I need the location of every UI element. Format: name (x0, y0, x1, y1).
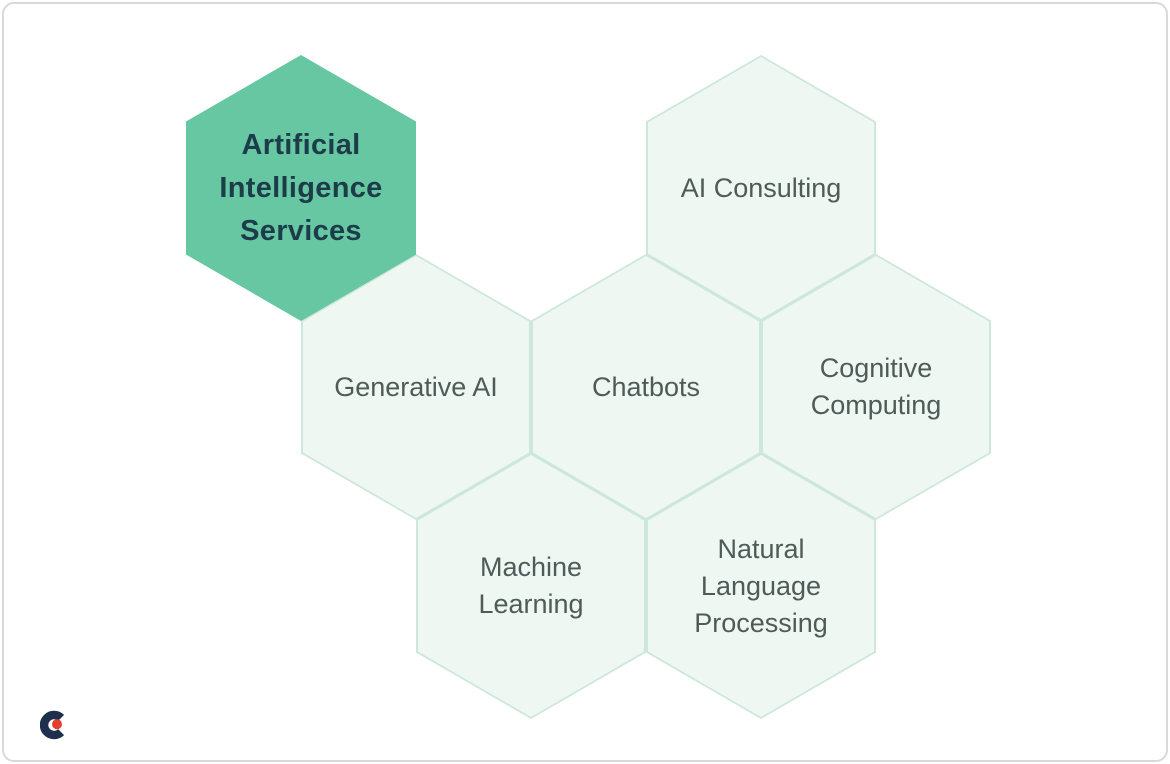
logo-dot (52, 719, 62, 730)
creately-logo (39, 708, 70, 742)
hexagon-fill (648, 57, 874, 319)
hexagon-natural-language-processing[interactable]: Natural Language Processing (646, 453, 876, 719)
hexagon-artificial-intelligence-services[interactable]: Artificial Intelligence Services (186, 55, 416, 321)
hexagon-fill (763, 256, 989, 518)
hexagon-cognitive-computing[interactable]: Cognitive Computing (761, 254, 991, 520)
hexagon-machine-learning[interactable]: Machine Learning (416, 453, 646, 719)
hexagon-label: Artificial Intelligence Services (219, 128, 383, 247)
hexagon-label: AI Consulting (680, 172, 842, 203)
hexagon-generative-ai[interactable]: Generative AI (301, 254, 531, 520)
hexagon-label: Machine Learning (478, 552, 584, 619)
hexagon-label: Natural Language Processing (694, 533, 828, 638)
hexagon-label: Generative AI (334, 371, 498, 402)
hexagon-fill (533, 256, 759, 518)
hexagon-label: Chatbots (591, 371, 701, 402)
hexagon-fill (648, 455, 874, 717)
hexagon-ai-consulting[interactable]: AI Consulting (646, 55, 876, 321)
diagram-canvas: Artificial Intelligence Services AI Cons… (4, 4, 1166, 760)
creately-c-icon (39, 710, 65, 740)
hexagon-label: Cognitive Computing (810, 353, 942, 420)
hexagon-chatbots[interactable]: Chatbots (531, 254, 761, 520)
